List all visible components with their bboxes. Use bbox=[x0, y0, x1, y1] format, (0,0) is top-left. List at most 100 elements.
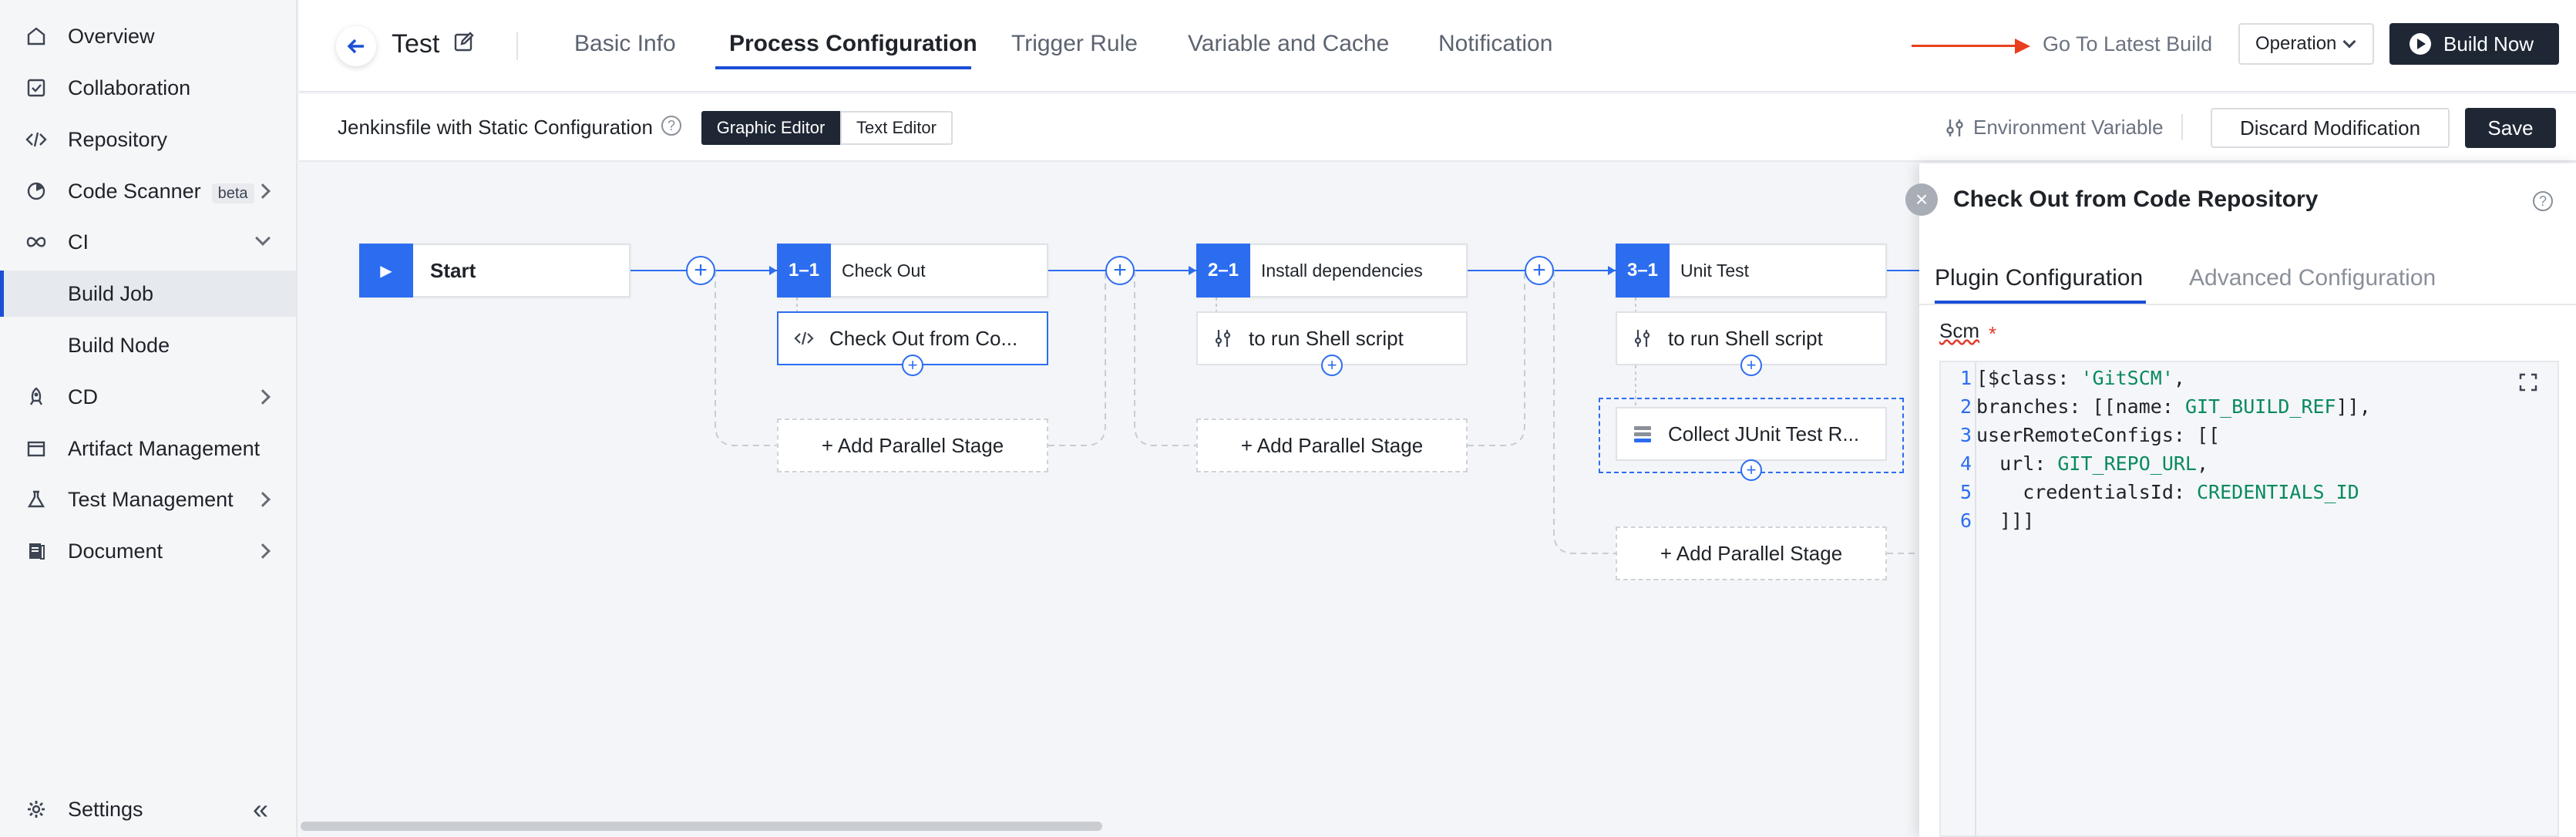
home-icon bbox=[25, 25, 48, 48]
start-label: Start bbox=[430, 258, 476, 282]
build-now-button[interactable]: Build Now bbox=[2389, 23, 2559, 65]
annotation-arrow-head bbox=[2015, 39, 2030, 54]
chevron-right-icon bbox=[255, 492, 271, 507]
environment-variable-label: Environment Variable bbox=[1973, 116, 2164, 139]
sliders-icon bbox=[1213, 328, 1233, 348]
add-stage-button[interactable]: + bbox=[1105, 256, 1135, 285]
stage-unit-test[interactable]: 3–1 Unit Test bbox=[1616, 244, 1887, 297]
tab-bar-border bbox=[1919, 304, 2576, 305]
back-button[interactable] bbox=[336, 26, 376, 66]
tab-notification[interactable]: Notification bbox=[1438, 31, 1553, 56]
add-parallel-stage-button[interactable]: + Add Parallel Stage bbox=[1616, 526, 1887, 580]
line-number: 4 bbox=[1959, 452, 1972, 475]
code-icon bbox=[794, 328, 814, 348]
sidebar-item-repository[interactable]: Repository bbox=[0, 116, 296, 163]
pipeline-start-node[interactable]: ▶ Start bbox=[359, 244, 631, 297]
line-number: 3 bbox=[1959, 424, 1972, 446]
add-step-button[interactable]: + bbox=[1740, 355, 1762, 376]
add-parallel-stage-button[interactable]: + Add Parallel Stage bbox=[1196, 418, 1468, 472]
environment-variable-button[interactable]: Environment Variable bbox=[1945, 116, 2164, 140]
code-token: CREDENTIALS_ID bbox=[2196, 481, 2359, 503]
line-number: 2 bbox=[1959, 395, 1972, 418]
sidebar-item-ci[interactable]: CI bbox=[0, 219, 296, 265]
add-parallel-stage-button[interactable]: + Add Parallel Stage bbox=[777, 418, 1048, 472]
add-step-button[interactable]: + bbox=[1740, 459, 1762, 481]
step-label: to run Shell script bbox=[1668, 326, 1823, 350]
operation-dropdown[interactable]: Operation bbox=[2238, 23, 2374, 65]
code-line: userRemoteConfigs: [[ bbox=[1976, 424, 2220, 446]
scm-field-label: Scm bbox=[1939, 319, 1979, 342]
active-tab-indicator bbox=[715, 66, 971, 69]
sidebar-item-label: Artifact Management bbox=[68, 436, 261, 460]
jenkinsfile-label: Jenkinsfile with Static Configuration bbox=[338, 116, 653, 139]
code-text: , bbox=[2196, 452, 2209, 475]
edit-icon[interactable] bbox=[453, 31, 476, 54]
required-marker: * bbox=[1989, 322, 1997, 345]
step-collect-junit-report[interactable]: Collect JUnit Test R... bbox=[1616, 407, 1887, 461]
sidebar-item-label: Overview bbox=[68, 24, 155, 48]
line-number: 5 bbox=[1959, 481, 1972, 503]
help-icon[interactable]: ? bbox=[661, 116, 681, 136]
close-icon: × bbox=[1915, 187, 1929, 211]
infinity-icon bbox=[25, 230, 48, 254]
chevron-right-icon bbox=[255, 543, 271, 559]
sidebar-item-document[interactable]: Document bbox=[0, 528, 296, 574]
sidebar-item-settings[interactable]: Settings « bbox=[0, 786, 296, 832]
sidebar-item-artifact-management[interactable]: Artifact Management bbox=[0, 425, 296, 472]
scanner-icon bbox=[25, 180, 48, 203]
graphic-editor-toggle[interactable]: Graphic Editor bbox=[701, 111, 840, 145]
sidebar-item-label: CI bbox=[68, 230, 89, 254]
add-stage-button[interactable]: + bbox=[686, 256, 715, 285]
go-to-latest-build-link[interactable]: Go To Latest Build bbox=[2043, 32, 2213, 55]
tab-trigger-rule[interactable]: Trigger Rule bbox=[1011, 31, 1138, 56]
help-icon[interactable]: ? bbox=[2533, 191, 2553, 211]
text-editor-toggle[interactable]: Text Editor bbox=[840, 111, 953, 145]
collapse-sidebar-icon[interactable]: « bbox=[252, 793, 268, 825]
code-icon bbox=[25, 128, 48, 151]
stage-check-out[interactable]: 1–1 Check Out bbox=[777, 244, 1048, 297]
toolbar-divider bbox=[2181, 114, 2183, 140]
code-line: [$class: 'GitSCM', bbox=[1976, 367, 2185, 389]
header-divider bbox=[516, 32, 518, 60]
tab-basic-info[interactable]: Basic Info bbox=[574, 31, 676, 56]
stage-install-dependencies[interactable]: 2–1 Install dependencies bbox=[1196, 244, 1468, 297]
job-title: Test bbox=[392, 29, 440, 59]
discard-modification-button[interactable]: Discard Modification bbox=[2211, 108, 2450, 148]
editor-toolbar: Jenkinsfile with Static Configuration ? … bbox=[299, 94, 2576, 162]
add-stage-button[interactable]: + bbox=[1525, 256, 1554, 285]
panel-title: Check Out from Code Repository bbox=[1953, 187, 2319, 212]
code-text: branches: [[name: bbox=[1976, 395, 2185, 418]
tab-advanced-configuration[interactable]: Advanced Configuration bbox=[2189, 265, 2436, 291]
sidebar-item-build-node[interactable]: Build Node bbox=[0, 322, 296, 368]
tab-plugin-configuration[interactable]: Plugin Configuration bbox=[1935, 265, 2144, 291]
close-panel-button[interactable]: × bbox=[1905, 183, 1938, 216]
horizontal-scrollbar[interactable] bbox=[301, 822, 1102, 831]
expand-icon[interactable] bbox=[2519, 373, 2539, 393]
add-step-button[interactable]: + bbox=[902, 355, 923, 376]
sidebar-item-label: Test Management bbox=[68, 487, 234, 511]
sidebar-item-build-job[interactable]: Build Job bbox=[0, 271, 296, 317]
tab-process-configuration[interactable]: Process Configuration bbox=[729, 31, 977, 56]
sidebar-item-overview[interactable]: Overview bbox=[0, 13, 296, 59]
step-config-panel: × Check Out from Code Repository ? Plugi… bbox=[1905, 163, 2576, 837]
save-button[interactable]: Save bbox=[2465, 108, 2556, 148]
code-text: userRemoteConfigs: [[ bbox=[1976, 424, 2221, 446]
stage-name: Check Out bbox=[842, 260, 926, 281]
operation-label: Operation bbox=[2255, 33, 2337, 54]
line-number-gutter bbox=[1941, 362, 1976, 835]
sidebar-item-cd[interactable]: CD bbox=[0, 374, 296, 420]
tab-variable-and-cache[interactable]: Variable and Cache bbox=[1188, 31, 1390, 56]
code-text: , bbox=[2173, 367, 2185, 389]
sidebar-item-collaboration[interactable]: Collaboration bbox=[0, 65, 296, 111]
stage-number: 2–1 bbox=[1196, 244, 1250, 297]
sidebar-item-label: Build Job bbox=[68, 281, 154, 305]
play-icon: ▶ bbox=[359, 244, 413, 297]
code-line: branches: [[name: GIT_BUILD_REF]], bbox=[1976, 395, 2371, 418]
add-step-button[interactable]: + bbox=[1321, 355, 1343, 376]
stage-name: Install dependencies bbox=[1261, 260, 1423, 281]
sidebar-item-test-management[interactable]: Test Management bbox=[0, 476, 296, 523]
code-text: ]]] bbox=[1976, 509, 2035, 532]
